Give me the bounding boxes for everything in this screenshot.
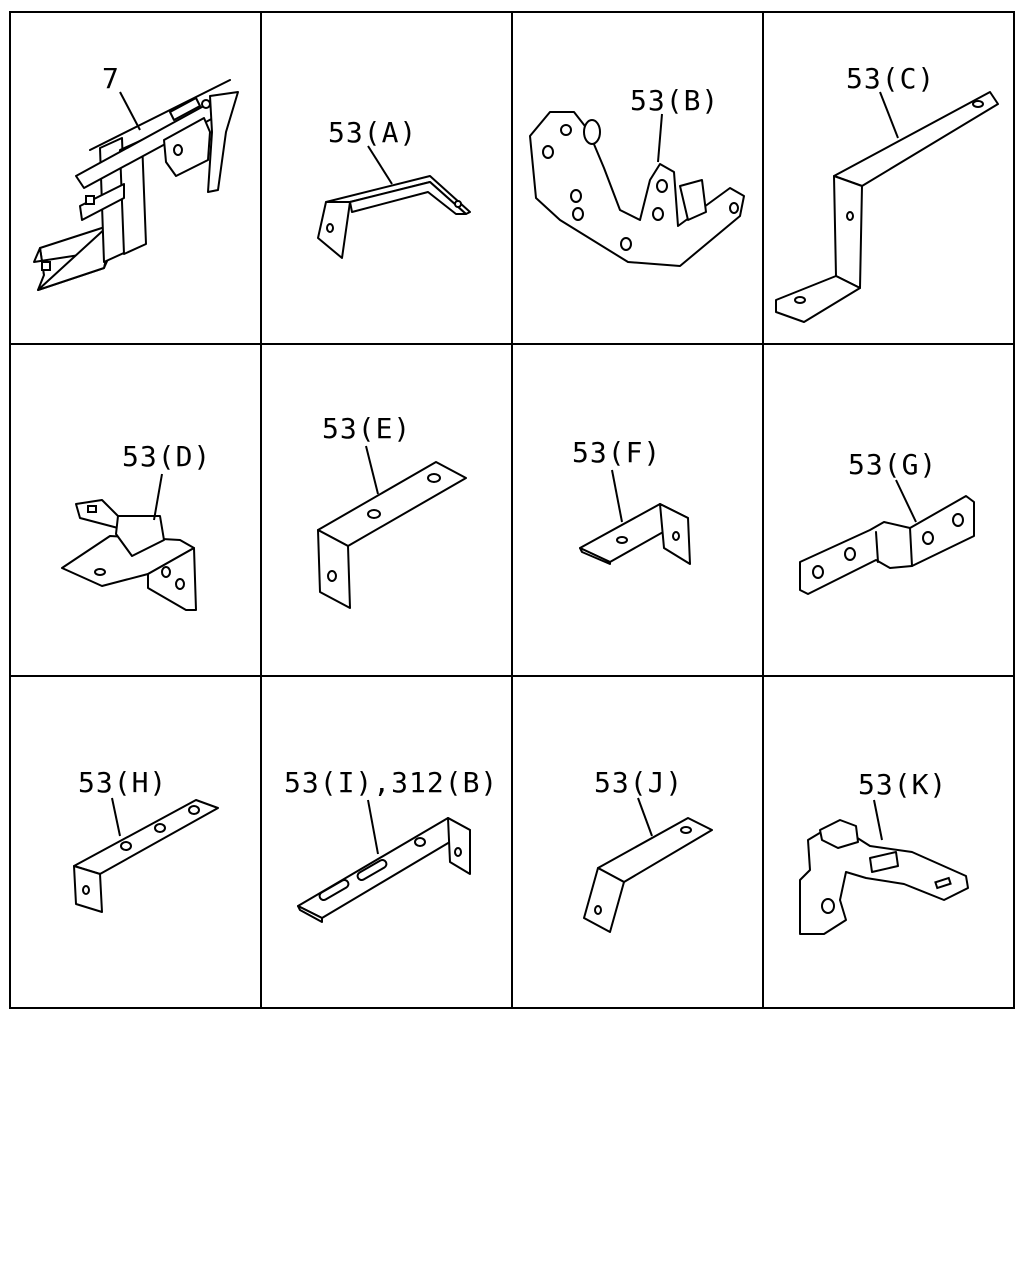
callout-53e: 53(E) (322, 412, 411, 445)
parts-grid (9, 11, 1015, 1009)
part-53k-illustration (799, 819, 969, 935)
callout-leader-53e (365, 445, 379, 495)
callout-7: 7 (102, 62, 120, 95)
callout-53i-312b: 53(I),312(B) (284, 766, 498, 799)
callout-leader-53k (873, 799, 883, 841)
part-53f-illustration (579, 503, 691, 565)
cell-part-53b: 53(B) (529, 84, 745, 267)
callout-leader-53a (367, 145, 393, 185)
part-7-illustration (33, 79, 239, 291)
callout-53b: 53(B) (630, 84, 719, 117)
callout-leader-53f (611, 469, 623, 523)
callout-leader-53g (895, 479, 917, 523)
cell-part-53a: 53(A) (317, 116, 471, 259)
callout-leader-53d (153, 473, 163, 521)
callout-leader-53b (657, 113, 663, 163)
part-53i-illustration (297, 817, 471, 923)
cell-part-53d: 53(D) (61, 440, 211, 611)
callout-leader-53c (879, 91, 899, 139)
cell-part-53j: 53(J) (583, 766, 713, 933)
callout-53f: 53(F) (572, 436, 661, 469)
cell-part-53h: 53(H) (73, 766, 219, 913)
callout-leader-53i (367, 799, 379, 855)
callout-53c: 53(C) (846, 62, 935, 95)
callout-leader-53j (637, 797, 653, 837)
callout-leader-53h (111, 797, 121, 837)
part-53h-illustration (73, 799, 219, 913)
part-53j-illustration (583, 817, 713, 933)
cell-part-53e: 53(E) (317, 412, 467, 609)
part-53b-illustration (529, 111, 745, 267)
cell-part-53i-312b: 53(I),312(B) (284, 766, 498, 923)
cell-part-7: 7 (33, 62, 239, 291)
cell-part-53k: 53(K) (799, 768, 969, 935)
callout-53d: 53(D) (122, 440, 211, 473)
callout-53k: 53(K) (858, 768, 947, 801)
part-53e-illustration (317, 461, 467, 609)
callout-53j: 53(J) (594, 766, 683, 799)
cell-part-53c: 53(C) (775, 62, 999, 323)
cell-part-53g: 53(G) (799, 448, 975, 595)
part-53a-illustration (317, 175, 471, 259)
part-53c-illustration (775, 91, 999, 323)
callout-leader-7 (119, 91, 141, 131)
callout-53h: 53(H) (78, 766, 167, 799)
part-53d-illustration (61, 499, 197, 611)
callout-53a: 53(A) (328, 116, 417, 149)
cell-part-53f: 53(F) (572, 436, 691, 565)
callout-53g: 53(G) (848, 448, 937, 481)
part-53g-illustration (799, 495, 975, 595)
